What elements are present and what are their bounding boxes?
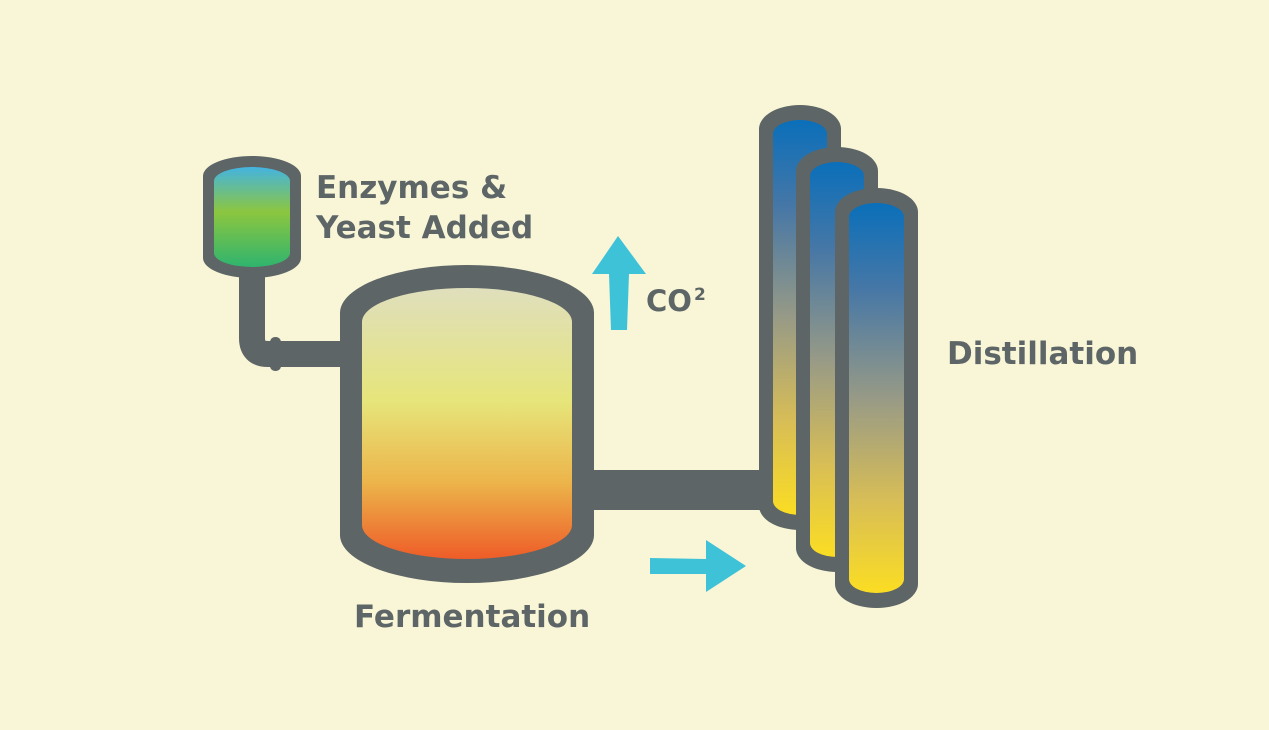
distillation-columns-icon	[759, 105, 918, 608]
co2-arrow-up-icon	[592, 236, 646, 330]
enzyme-feed-pipe	[239, 268, 348, 371]
enzyme-tank-icon	[203, 156, 301, 278]
enzymes-label-line1: Enzymes &	[316, 170, 508, 206]
distillation-label: Distillation	[947, 336, 1139, 372]
distillation-column-front	[835, 188, 918, 608]
enzymes-label-line2: Yeast Added	[316, 210, 534, 246]
fermentation-tank-icon	[340, 265, 594, 583]
co2-label-base: CO	[646, 284, 692, 318]
flow-arrow-right-icon	[650, 540, 746, 592]
co2-label-superscript: 2	[693, 285, 706, 305]
enzymes-yeast-label: Enzymes & Yeast Added	[316, 168, 533, 248]
fermentation-label: Fermentation	[354, 599, 591, 635]
